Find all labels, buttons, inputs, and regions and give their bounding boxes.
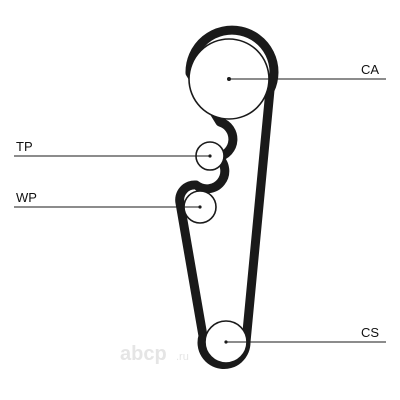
tp-label: TP [16,139,33,154]
watermark-suffix: .ru [176,351,189,363]
watermark-brand: abcp [120,343,167,365]
ca-label: CA [361,62,379,77]
watermark: abcp .ru [120,343,189,365]
cs-label: CS [361,325,379,340]
wp-label: WP [16,190,37,205]
